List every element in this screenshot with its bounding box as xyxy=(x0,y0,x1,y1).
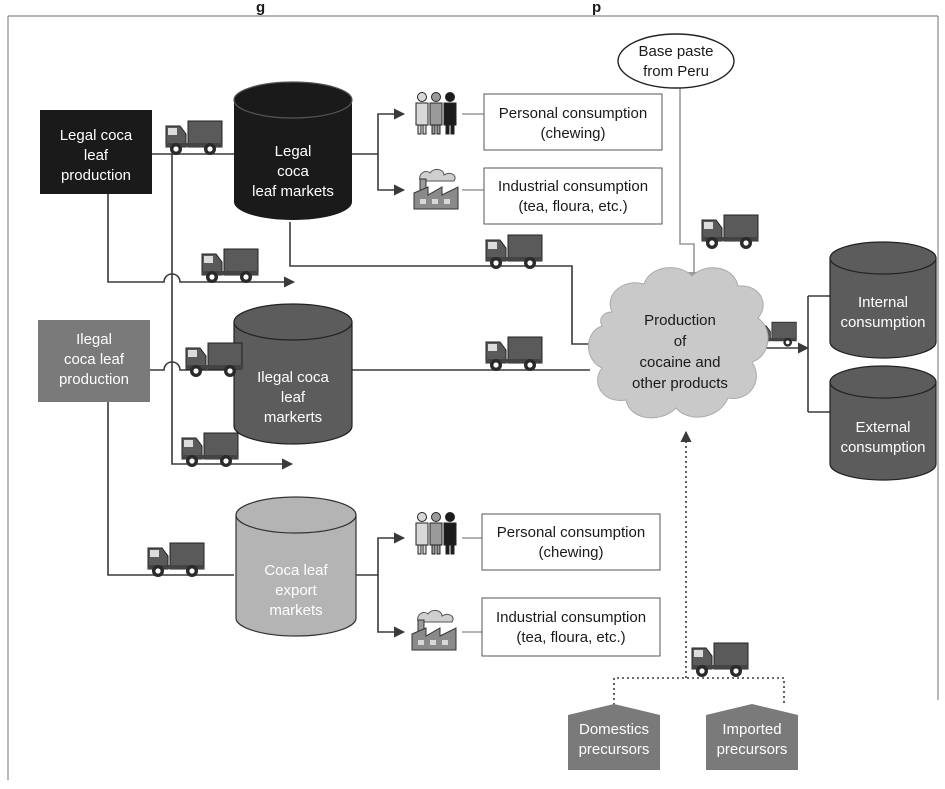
export-markets-cylinder: Coca leaf export markets xyxy=(235,496,357,637)
imported-precursors-box: Imported precursors xyxy=(706,704,798,770)
external-consumption-cylinder: External consumption xyxy=(829,365,937,481)
export-markets-label-3: markets xyxy=(269,602,322,619)
industrial-consumption-1-label-2: (tea, floura, etc.) xyxy=(518,198,627,215)
truck-icon xyxy=(165,120,223,156)
base-paste-ellipse: Base paste from Peru xyxy=(617,33,735,89)
figure-title: g xyxy=(256,0,265,16)
truck-icon xyxy=(181,432,239,468)
domestic-precursors-label-1: Domestics xyxy=(579,721,649,738)
legal-production-label-3: production xyxy=(61,167,131,184)
factory-icon xyxy=(411,609,457,651)
illegal-markets-label-1: Ilegal coca xyxy=(257,369,329,386)
domestic-precursors-label-2: precursors xyxy=(579,741,650,758)
illegal-production-label-2: coca leaf xyxy=(64,351,125,368)
personal-consumption-2-label-1: Personal consumption xyxy=(497,524,645,541)
base-paste-label-1: Base paste xyxy=(638,43,713,60)
legal-markets-label-2: coca xyxy=(277,163,309,180)
truck-icon xyxy=(691,642,749,678)
legal-markets-cylinder: Legal coca leaf markets xyxy=(233,81,353,220)
industrial-consumption-1-label-1: Industrial consumption xyxy=(498,178,648,195)
industrial-consumption-box-1: Industrial consumption (tea, floura, etc… xyxy=(483,167,663,225)
illegal-markets-cylinder: Ilegal coca leaf markerts xyxy=(233,303,353,445)
illegal-production-label-3: production xyxy=(59,371,129,388)
internal-label-2: consumption xyxy=(840,314,925,331)
figure-frame xyxy=(7,15,939,780)
personal-consumption-box-1: Personal consumption (chewing) xyxy=(483,93,663,151)
personal-consumption-1-label-2: (chewing) xyxy=(540,125,605,142)
people-icon xyxy=(415,512,457,555)
base-paste-label-2: from Peru xyxy=(643,63,709,80)
industrial-consumption-box-2: Industrial consumption (tea, floura, etc… xyxy=(481,597,661,657)
people-icon xyxy=(415,92,457,135)
personal-consumption-2-label-2: (chewing) xyxy=(538,544,603,561)
legal-production-label-2: leaf xyxy=(84,147,109,164)
truck-icon xyxy=(485,336,543,372)
export-markets-label-2: export xyxy=(275,582,318,599)
truck-icon xyxy=(485,234,543,270)
industrial-consumption-2-label-1: Industrial consumption xyxy=(496,609,646,626)
truck-icon xyxy=(147,542,205,578)
imported-precursors-label-1: Imported xyxy=(722,721,781,738)
factory-icon xyxy=(413,168,459,210)
legal-markets-label-3: leaf markets xyxy=(252,183,334,200)
figure-title-right: p xyxy=(592,0,601,16)
legal-production-label-1: Legal coca xyxy=(60,127,133,144)
flow-lines xyxy=(107,84,830,705)
production-label-3: cocaine and xyxy=(640,354,721,371)
external-label-2: consumption xyxy=(840,439,925,456)
legal-markets-label-1: Legal xyxy=(275,143,312,160)
industrial-consumption-2-label-2: (tea, floura, etc.) xyxy=(516,629,625,646)
legal-production-box: Legal coca leaf production xyxy=(40,110,152,194)
truck-icon xyxy=(185,342,243,378)
truck-icon xyxy=(701,214,759,250)
illegal-production-label-1: Ilegal xyxy=(76,331,112,348)
production-label-1: Production xyxy=(644,312,716,329)
production-cloud: Production of cocaine and other products xyxy=(588,267,769,419)
internal-consumption-cylinder: Internal consumption xyxy=(829,241,937,359)
personal-consumption-1-label-1: Personal consumption xyxy=(499,105,647,122)
truck-icon xyxy=(201,248,259,284)
domestic-precursors-box: Domestics precursors xyxy=(568,704,660,770)
personal-consumption-box-2: Personal consumption (chewing) xyxy=(481,513,661,571)
illegal-markets-label-3: markerts xyxy=(264,409,322,426)
production-label-4: other products xyxy=(632,375,728,392)
illegal-markets-label-2: leaf xyxy=(281,389,306,406)
internal-label-1: Internal xyxy=(858,294,908,311)
external-label-1: External xyxy=(855,419,910,436)
illegal-production-box: Ilegal coca leaf production xyxy=(38,320,150,402)
export-markets-label-1: Coca leaf xyxy=(264,562,328,579)
imported-precursors-label-2: precursors xyxy=(717,741,788,758)
production-label-2: of xyxy=(674,333,687,350)
